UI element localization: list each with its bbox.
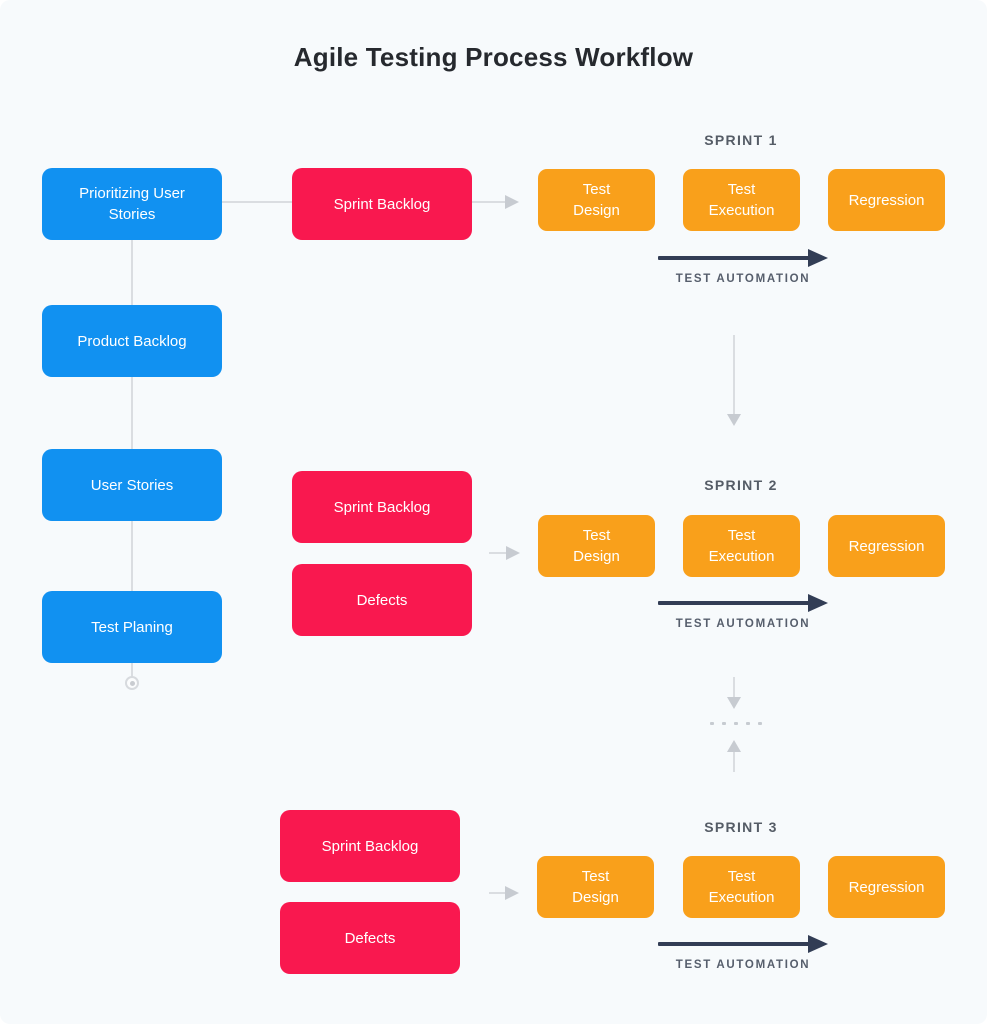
break-dot	[710, 722, 714, 725]
sprint-1-test-automation-arrow	[658, 256, 810, 260]
node-product-backlog[interactable]: Product Backlog	[42, 305, 222, 377]
sprint2-to-sprint3-down-arrow-head-icon	[727, 697, 741, 709]
sprint-3-node-sprint-backlog[interactable]: Sprint Backlog	[280, 810, 460, 882]
sprint-1-stage-test-execution[interactable]: Test Execution	[683, 169, 800, 231]
sprint-2-test-automation-arrow-head-icon	[808, 594, 828, 612]
sprint3-feedback-up-arrow-head-icon	[727, 740, 741, 752]
node-user-stories[interactable]: User Stories	[42, 449, 222, 521]
sprint-1-test-automation-label: TEST AUTOMATION	[675, 273, 811, 285]
break-dot	[746, 722, 750, 725]
break-dot	[758, 722, 762, 725]
sprint-3-node-defects[interactable]: Defects	[280, 902, 460, 974]
node-test-planing[interactable]: Test Planing	[42, 591, 222, 663]
sprint-3-test-automation-arrow	[658, 942, 810, 946]
sprint2-to-sprint3-down-arrow-line	[733, 677, 735, 697]
sprint-2-node-defects[interactable]: Defects	[292, 564, 472, 636]
sprint-3-flow-arrow-line	[489, 892, 506, 894]
sprint-1-heading: SPRINT 1	[704, 132, 778, 148]
break-dot	[722, 722, 726, 725]
sprint-2-stage-test-execution[interactable]: Test Execution	[683, 515, 800, 577]
connector-prioritizing-to-sprint-backlog	[222, 201, 292, 203]
break-dot	[734, 722, 738, 725]
sprint-3-flow-arrow-head-icon	[505, 886, 519, 900]
sprint-3-stage-test-execution[interactable]: Test Execution	[683, 856, 800, 918]
sprint-1-flow-arrow-head-icon	[505, 195, 519, 209]
sprint-2-node-sprint-backlog[interactable]: Sprint Backlog	[292, 471, 472, 543]
chain-end-dot	[129, 680, 135, 686]
sprint3-feedback-up-arrow-line	[733, 752, 735, 772]
sprint-1-stage-regression[interactable]: Regression	[828, 169, 945, 231]
diagram-title: Agile Testing Process Workflow	[293, 42, 694, 72]
sprint-1-stage-test-design[interactable]: Test Design	[538, 169, 655, 231]
sprint-2-heading: SPRINT 2	[704, 477, 778, 493]
sprint-2-test-automation-arrow	[658, 601, 810, 605]
sprint-3-test-automation-arrow-head-icon	[808, 935, 828, 953]
sprint-2-stage-regression[interactable]: Regression	[828, 515, 945, 577]
sprint-3-stage-test-design[interactable]: Test Design	[537, 856, 654, 918]
sprint-2-flow-arrow-line	[489, 552, 507, 554]
sprint-1-test-automation-arrow-head-icon	[808, 249, 828, 267]
sprint1-to-sprint2-arrow-head-icon	[727, 414, 741, 426]
sprint-2-stage-test-design[interactable]: Test Design	[538, 515, 655, 577]
sprint-2-test-automation-label: TEST AUTOMATION	[675, 618, 811, 630]
sprint-3-stage-regression[interactable]: Regression	[828, 856, 945, 918]
sprint-3-heading: SPRINT 3	[704, 819, 778, 835]
chain-end-circle	[125, 676, 139, 690]
sprint1-to-sprint2-arrow-line	[733, 335, 735, 415]
sprint-1-node-sprint-backlog[interactable]: Sprint Backlog	[292, 168, 472, 240]
node-prioritizing-user-stories[interactable]: Prioritizing User Stories	[42, 168, 222, 240]
sprint-2-flow-arrow-head-icon	[506, 546, 520, 560]
sprint-3-test-automation-label: TEST AUTOMATION	[675, 959, 811, 971]
sprint-1-flow-arrow-line	[471, 201, 506, 203]
